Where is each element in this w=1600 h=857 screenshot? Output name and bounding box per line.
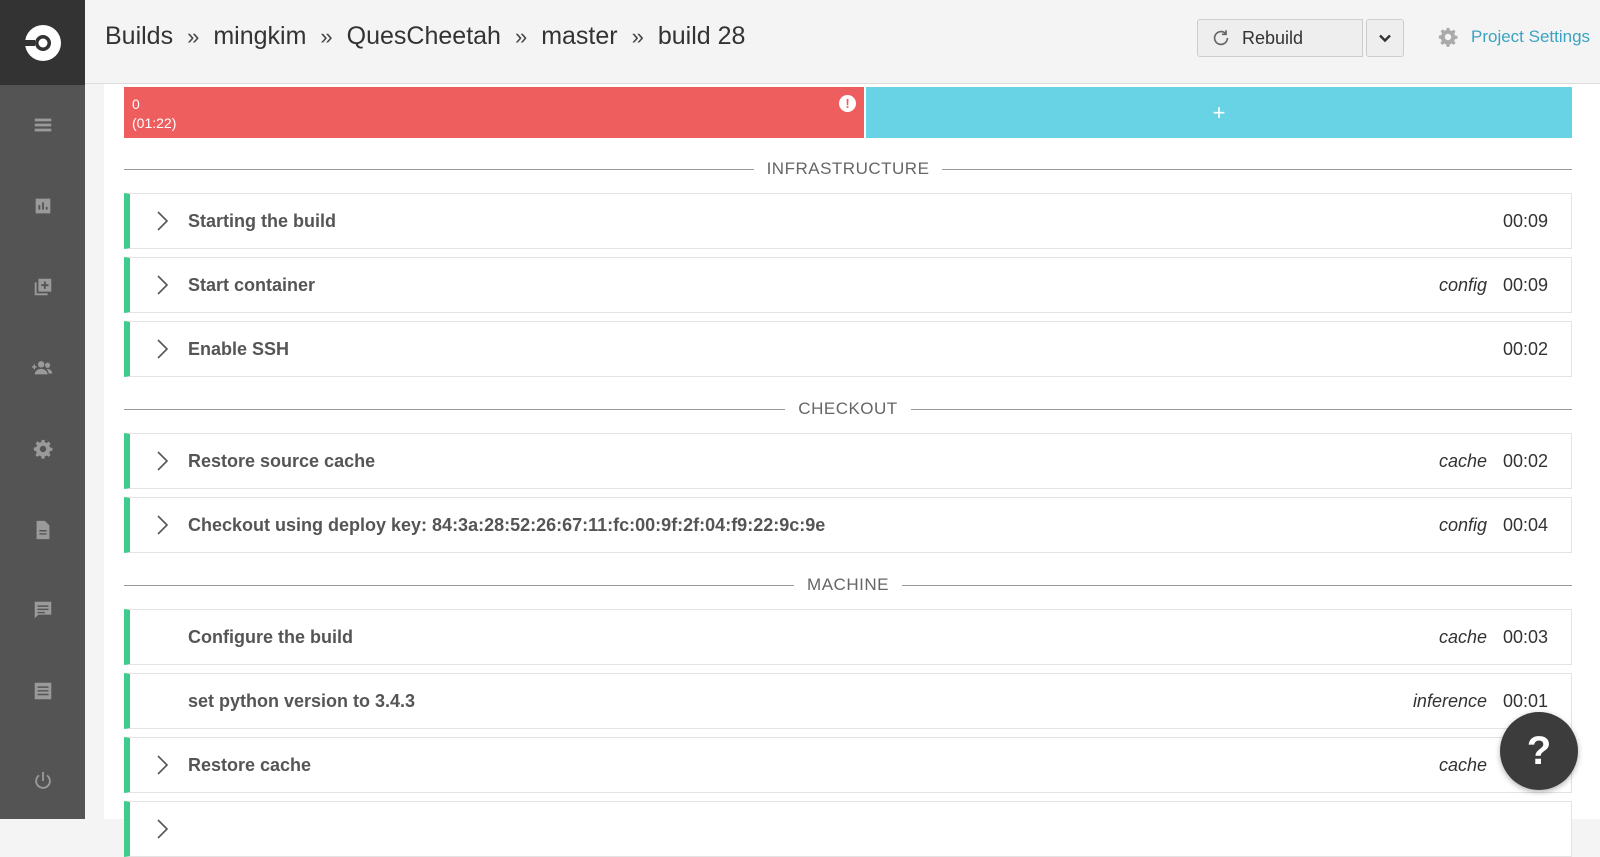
rebuild-group: Rebuild <box>1197 19 1404 57</box>
settings-icon <box>33 439 52 459</box>
step-configure-the-build[interactable]: Configure the build cache 00:03 <box>124 609 1572 665</box>
breadcrumb-branch[interactable]: master <box>541 22 618 50</box>
step-time: 00:09 <box>1502 210 1548 231</box>
breadcrumb-separator: » <box>514 23 528 49</box>
breadcrumb-separator: » <box>187 23 200 49</box>
step-name: Checkout using deploy key: 84:3a:28:52:2… <box>188 514 826 535</box>
step-restore-source-cache[interactable]: Restore source cache cache 00:02 <box>124 433 1572 489</box>
step-tag: inference <box>1412 690 1487 711</box>
project-settings-label: Project Settings <box>1471 27 1591 46</box>
container-duration: (01:22) <box>132 115 177 131</box>
step-name: Restore cache <box>188 754 312 775</box>
section-title: INFRASTRUCTURE <box>766 159 930 178</box>
container-0-failed[interactable]: 0 (01:22) ! <box>124 87 864 138</box>
circleci-logo[interactable] <box>0 0 85 85</box>
step-time: 00:04 <box>1502 514 1548 535</box>
rebuild-button[interactable]: Rebuild <box>1197 19 1363 57</box>
changelog-icon <box>34 682 51 700</box>
step-name: Starting the build <box>188 210 336 231</box>
breadcrumb-project[interactable]: QuesCheetah <box>346 22 501 50</box>
support-icon <box>34 601 51 619</box>
add-container-button[interactable]: + <box>866 87 1572 138</box>
container-bar: 0 (01:22) ! + <box>124 87 1572 138</box>
step-enable-ssh[interactable]: Enable SSH 00:02 <box>124 321 1572 377</box>
builds-icon <box>34 118 51 132</box>
sidebar-item-logout[interactable] <box>0 761 85 801</box>
sidebar <box>0 0 85 819</box>
project-settings-link[interactable]: Project Settings <box>1437 26 1590 48</box>
step-time: 00:02 <box>1502 450 1548 471</box>
step-name: Restore source cache <box>188 450 376 471</box>
breadcrumb-build: build 28 <box>657 22 746 50</box>
step-tag: cache <box>1438 450 1487 471</box>
section-machine: MACHINE <box>124 575 1572 595</box>
sidebar-item-builds[interactable] <box>0 105 85 145</box>
build-main: 0 (01:22) ! + INFRASTRUCTURE Starting th… <box>104 84 1600 857</box>
step-tag: config <box>1438 514 1487 535</box>
breadcrumb-separator: » <box>320 23 333 49</box>
chevron-right-icon <box>152 449 176 473</box>
chevron-right-icon <box>152 273 176 297</box>
refresh-icon <box>1213 30 1229 46</box>
step-set-python-version[interactable]: set python version to 3.4.3 inference 00… <box>124 673 1572 729</box>
circleci-logo-icon <box>24 24 61 61</box>
sidebar-item-team[interactable] <box>0 348 85 388</box>
step-restore-cache[interactable]: Restore cache cache <box>124 737 1572 793</box>
step-time: 00:09 <box>1502 274 1548 295</box>
rebuild-label: Rebuild <box>1242 27 1304 48</box>
breadcrumb-org[interactable]: mingkim <box>213 22 307 50</box>
step-tag: config <box>1438 274 1487 295</box>
chevron-right-icon <box>152 817 176 841</box>
logout-icon <box>34 771 51 789</box>
chevron-right-icon <box>152 209 176 233</box>
container-index: 0 <box>132 96 140 112</box>
chevron-down-icon <box>1379 34 1391 43</box>
chevron-right-icon <box>152 513 176 537</box>
chevron-right-icon <box>152 337 176 361</box>
step-name: Configure the build <box>188 626 353 647</box>
sidebar-item-docs[interactable] <box>0 510 85 550</box>
step-start-container[interactable]: Start container config 00:09 <box>124 257 1572 313</box>
step-name: set python version to 3.4.3 <box>188 690 416 711</box>
help-button[interactable]: ? <box>1500 712 1578 790</box>
alert-icon: ! <box>839 95 856 112</box>
sidebar-item-add-projects[interactable] <box>0 267 85 307</box>
section-infrastructure: INFRASTRUCTURE <box>124 159 1572 179</box>
sidebar-item-settings[interactable] <box>0 429 85 469</box>
step-time: 00:01 <box>1502 690 1548 711</box>
step-time: 00:02 <box>1502 338 1548 359</box>
breadcrumb-builds[interactable]: Builds <box>105 22 174 50</box>
step-name: Start container <box>188 274 316 295</box>
step-name: Enable SSH <box>188 338 290 359</box>
sidebar-item-insights[interactable] <box>0 186 85 226</box>
add-projects-icon <box>34 278 51 296</box>
docs-icon <box>36 520 49 540</box>
step-tag: cache <box>1438 626 1487 647</box>
breadcrumb-separator: » <box>631 23 644 49</box>
gear-icon <box>1438 27 1458 47</box>
sidebar-item-changelog[interactable] <box>0 671 85 711</box>
breadcrumb: Builds » mingkim » QuesCheetah » master … <box>105 22 745 51</box>
header: Builds » mingkim » QuesCheetah » master … <box>85 0 1600 84</box>
step-time: 00:03 <box>1502 626 1548 647</box>
step-checkout-deploy-key[interactable]: Checkout using deploy key: 84:3a:28:52:2… <box>124 497 1572 553</box>
step-partial[interactable] <box>124 801 1572 857</box>
rebuild-dropdown-button[interactable] <box>1366 19 1404 57</box>
section-title: CHECKOUT <box>798 399 898 418</box>
team-icon <box>31 361 52 375</box>
step-tag: cache <box>1438 754 1487 775</box>
step-starting-the-build[interactable]: Starting the build 00:09 <box>124 193 1572 249</box>
sidebar-item-support[interactable] <box>0 590 85 630</box>
section-title: MACHINE <box>807 575 889 594</box>
section-checkout: CHECKOUT <box>124 399 1572 419</box>
insights-icon <box>35 198 50 214</box>
chevron-right-icon <box>152 753 176 777</box>
